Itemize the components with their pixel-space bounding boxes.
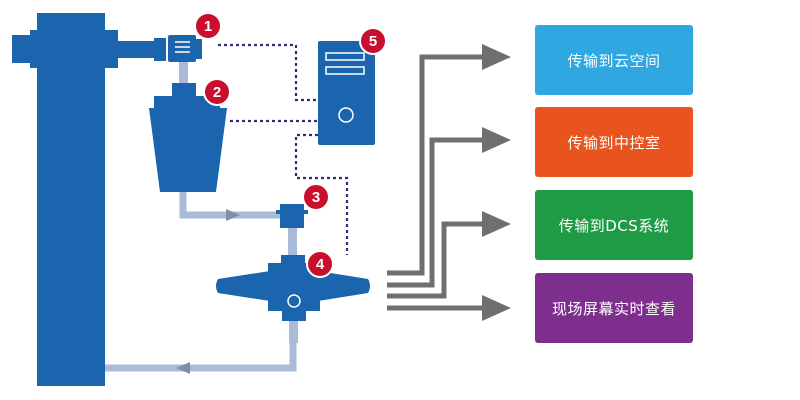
destination-cloud[interactable]: 传输到云空间	[535, 25, 693, 95]
badge-number: 5	[369, 33, 377, 50]
cone-cap	[172, 83, 196, 96]
destination-label: 现场屏幕实时查看	[551, 299, 676, 318]
destination-control-room[interactable]: 传输到中控室	[535, 107, 693, 177]
analyzer-outlet-pipe	[289, 321, 298, 343]
arrowheads	[482, 44, 511, 321]
duct-section	[118, 41, 158, 58]
return-pipe	[105, 338, 297, 372]
badge-4: 4	[306, 250, 334, 278]
duct-flange	[154, 38, 166, 61]
destination-dcs[interactable]: 传输到DCS系统	[535, 190, 693, 260]
signal-lines	[218, 43, 349, 255]
output-arrows	[387, 54, 485, 311]
destination-label: 传输到云空间	[567, 51, 661, 70]
sensor-3-pipe	[288, 228, 297, 256]
sensor-3	[276, 204, 308, 228]
arrow-head-icon	[482, 44, 511, 70]
destination-label: 传输到中控室	[567, 133, 661, 152]
badge-number: 1	[204, 18, 212, 35]
separator-cone	[149, 96, 227, 192]
feed-pipe	[179, 190, 280, 219]
duct	[30, 30, 118, 68]
destination-label: 传输到DCS系统	[558, 216, 670, 235]
arrow-head-icon	[482, 211, 511, 237]
sampling-pipe	[179, 62, 188, 84]
return-arrow-icon	[176, 362, 190, 374]
badge-number: 2	[213, 84, 221, 101]
badge-3: 3	[302, 183, 330, 211]
arrow-head-icon	[482, 295, 511, 321]
feed-arrow-icon	[226, 209, 240, 221]
arrow-head-icon	[482, 127, 511, 153]
destination-onsite-screen[interactable]: 现场屏幕实时查看	[535, 273, 693, 343]
badge-2: 2	[203, 78, 231, 106]
analyzer-unit-4	[216, 255, 370, 321]
badge-number: 3	[312, 189, 320, 206]
badge-number: 4	[316, 256, 325, 273]
stack-column	[37, 13, 105, 386]
sensor-probe-1	[168, 35, 202, 62]
badge-1: 1	[194, 12, 222, 40]
computer-icon	[318, 41, 375, 145]
badge-5: 5	[359, 27, 387, 55]
